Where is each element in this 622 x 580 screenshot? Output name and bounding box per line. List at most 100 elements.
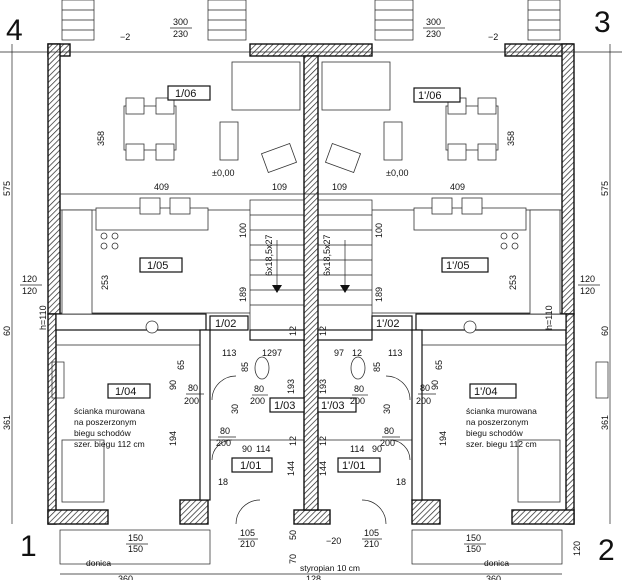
window-height: 150 bbox=[466, 544, 481, 554]
dim-value: 12 bbox=[288, 326, 298, 336]
window-width: 300 bbox=[426, 17, 441, 27]
sofa-right bbox=[321, 61, 391, 111]
dim-value: 90 bbox=[430, 380, 440, 390]
note-line: ścianka murowana bbox=[74, 406, 145, 416]
door-height: 200 bbox=[184, 396, 199, 406]
door-swings bbox=[211, 375, 411, 525]
dim-value: 120 bbox=[572, 541, 582, 556]
dim-value: 144 bbox=[286, 461, 296, 476]
dim-value: 193 bbox=[318, 379, 328, 394]
window-height: 120 bbox=[22, 286, 37, 296]
door-width: 80 bbox=[354, 384, 364, 394]
kitchen-counter-right bbox=[529, 209, 561, 315]
door-height: 200 bbox=[216, 438, 231, 448]
dim-value: 361 bbox=[600, 415, 610, 430]
corner-number: 3 bbox=[594, 6, 611, 39]
door-width: 105 bbox=[240, 528, 255, 538]
dim-value: 575 bbox=[600, 181, 610, 196]
window-height: 230 bbox=[173, 29, 188, 39]
dim-value: 18 bbox=[396, 477, 406, 487]
kitchen-counter-left bbox=[61, 209, 93, 315]
note-line: szer. biegu 112 cm bbox=[74, 439, 145, 449]
level-mark: −2 bbox=[120, 32, 130, 42]
corner-number: 2 bbox=[598, 534, 615, 567]
room-label: 1/04 bbox=[115, 386, 136, 398]
dim-value: 30 bbox=[230, 404, 240, 414]
opening-labels: 300 230 300 230 120 120 120 120 150 150 … bbox=[20, 17, 600, 554]
door-width: 80 bbox=[254, 384, 264, 394]
dim-value: 85 bbox=[372, 362, 382, 372]
dim-value: 109 bbox=[332, 182, 347, 192]
dim-value: 97 bbox=[334, 348, 344, 358]
dim-value: 85 bbox=[240, 362, 250, 372]
dim-value: 144 bbox=[318, 461, 328, 476]
dim-value: 409 bbox=[154, 182, 169, 192]
planter-label: donica bbox=[484, 558, 509, 568]
window-height: 230 bbox=[426, 29, 441, 39]
dim-value: 90 bbox=[242, 444, 252, 454]
window-width: 150 bbox=[128, 533, 143, 543]
level-mark: −20 bbox=[326, 536, 341, 546]
furniture bbox=[61, 61, 561, 503]
sill-height: h=110 bbox=[544, 305, 554, 330]
bed-right bbox=[517, 439, 561, 503]
window-width: 300 bbox=[173, 17, 188, 27]
door-height: 210 bbox=[364, 539, 379, 549]
planter-label: donica bbox=[86, 558, 111, 568]
room-label: 1'/01 bbox=[342, 460, 366, 472]
room-label: 1/03 bbox=[274, 400, 295, 412]
level-mark: ±0,00 bbox=[212, 168, 234, 178]
dim-value: 100 bbox=[238, 223, 248, 238]
dim-value: 193 bbox=[286, 379, 296, 394]
door-width: 80 bbox=[384, 426, 394, 436]
room-labels-left: 1/06 1/05 1/04 1/03 1/02 1/01 bbox=[107, 85, 305, 473]
dim-value: 128 bbox=[306, 574, 321, 580]
window-height: 120 bbox=[580, 286, 595, 296]
note-line: biegu schodów bbox=[74, 428, 132, 438]
room-label: 1/01 bbox=[240, 460, 261, 472]
door-width: 80 bbox=[420, 383, 430, 393]
level-mark: −2 bbox=[488, 32, 498, 42]
dim-value: 253 bbox=[508, 275, 518, 290]
wall-note-left: ścianka murowana na poszerzonym biegu sc… bbox=[74, 406, 145, 449]
dim-value: 60 bbox=[600, 326, 610, 336]
room-label: 1'/05 bbox=[446, 260, 470, 272]
door-height: 200 bbox=[250, 396, 265, 406]
note-line: biegu schodów bbox=[466, 428, 524, 438]
room-labels-right: 1'/06 1'/05 1'/04 1'/03 1'/02 1'/01 bbox=[317, 87, 517, 473]
dim-value: 90 bbox=[372, 444, 382, 454]
interior-walls bbox=[55, 193, 567, 501]
wall-note-right: ścianka murowana na poszerzonym biegu sc… bbox=[466, 406, 537, 449]
dim-value: 575 bbox=[2, 181, 12, 196]
level-mark: ±0,00 bbox=[386, 168, 408, 178]
dim-value: 358 bbox=[506, 131, 516, 146]
note-line: ścianka murowana bbox=[466, 406, 537, 416]
dim-value: 30 bbox=[382, 404, 392, 414]
window-width: 150 bbox=[466, 533, 481, 543]
sill-height: h=110 bbox=[38, 305, 48, 330]
exterior-walls bbox=[47, 43, 575, 525]
dim-value: 253 bbox=[100, 275, 110, 290]
window-width: 120 bbox=[22, 274, 37, 284]
planters bbox=[51, 361, 609, 565]
stairs-spec: 6x18,5x27 bbox=[322, 234, 332, 276]
room-label: 1/02 bbox=[215, 318, 236, 330]
room-label: 1/06 bbox=[175, 88, 196, 100]
room-label: 1'/04 bbox=[474, 386, 498, 398]
dim-value: 90 bbox=[168, 380, 178, 390]
dim-value: 12 bbox=[352, 348, 362, 358]
dim-value: 194 bbox=[168, 431, 178, 446]
dim-value: 12 bbox=[262, 348, 272, 358]
window-width: 120 bbox=[580, 274, 595, 284]
dim-value: 12 bbox=[318, 326, 328, 336]
door-width: 105 bbox=[364, 528, 379, 538]
dim-value: 97 bbox=[272, 348, 282, 358]
dim-value: 113 bbox=[388, 348, 402, 358]
dim-value: 114 bbox=[256, 444, 270, 454]
dim-value: 50 bbox=[288, 530, 298, 540]
corner-number: 4 bbox=[6, 14, 23, 47]
note-line: na poszerzonym bbox=[74, 417, 136, 427]
insulation-label: styropian 10 cm bbox=[300, 563, 360, 573]
door-height: 200 bbox=[416, 396, 431, 406]
